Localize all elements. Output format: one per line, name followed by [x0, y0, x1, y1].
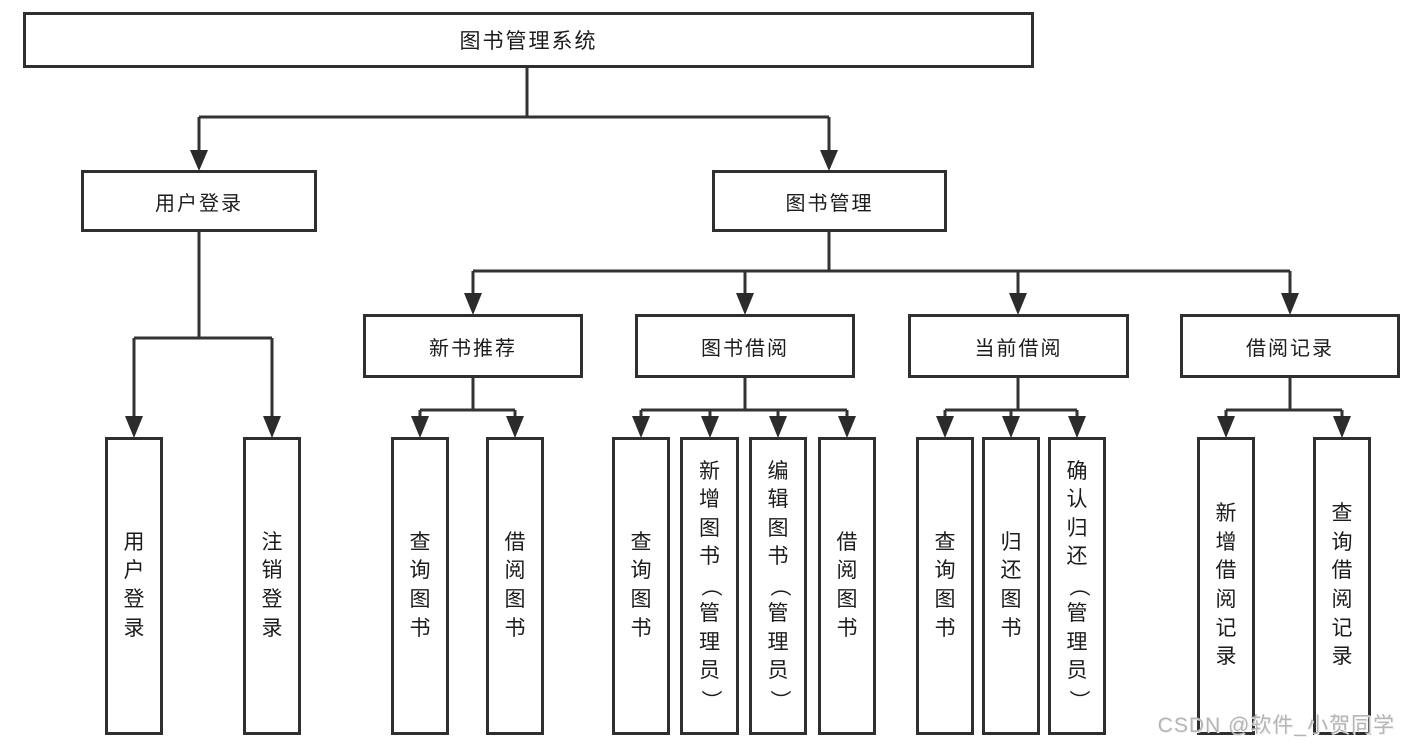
node-leaf-query-books-current: 查询图书 — [916, 437, 974, 735]
node-leaf-add-borrow-record: 新增借阅记录 — [1197, 437, 1255, 735]
node-current-borrowing: 当前借阅 — [908, 314, 1129, 378]
node-new-book-recommendation: 新书推荐 — [363, 314, 583, 378]
node-borrowing-records: 借阅记录 — [1180, 314, 1400, 378]
node-leaf-borrow-books: 借阅图书 — [818, 437, 876, 735]
node-leaf-logout: 注销登录 — [243, 437, 301, 735]
node-leaf-query-books-borrowing: 查询图书 — [612, 437, 670, 735]
node-leaf-user-login: 用户登录 — [105, 437, 163, 735]
node-leaf-borrow-books-recommend: 借阅图书 — [486, 437, 544, 735]
node-book-management: 图书管理 — [712, 170, 947, 232]
node-book-borrowing: 图书借阅 — [635, 314, 855, 378]
node-leaf-edit-book-admin: 编辑图书（管理员） — [749, 437, 807, 735]
node-leaf-add-book-admin: 新增图书（管理员） — [680, 437, 739, 735]
node-leaf-query-borrow-record: 查询借阅记录 — [1313, 437, 1371, 735]
watermark: CSDN @软件_小贺同学 — [1157, 714, 1395, 737]
node-leaf-return-book: 归还图书 — [982, 437, 1040, 735]
node-leaf-query-books-recommend: 查询图书 — [391, 437, 449, 735]
node-user-login: 用户登录 — [81, 170, 317, 232]
node-leaf-confirm-return-admin: 确认归还（管理员） — [1048, 437, 1106, 735]
node-library-management-system: 图书管理系统 — [23, 12, 1034, 68]
